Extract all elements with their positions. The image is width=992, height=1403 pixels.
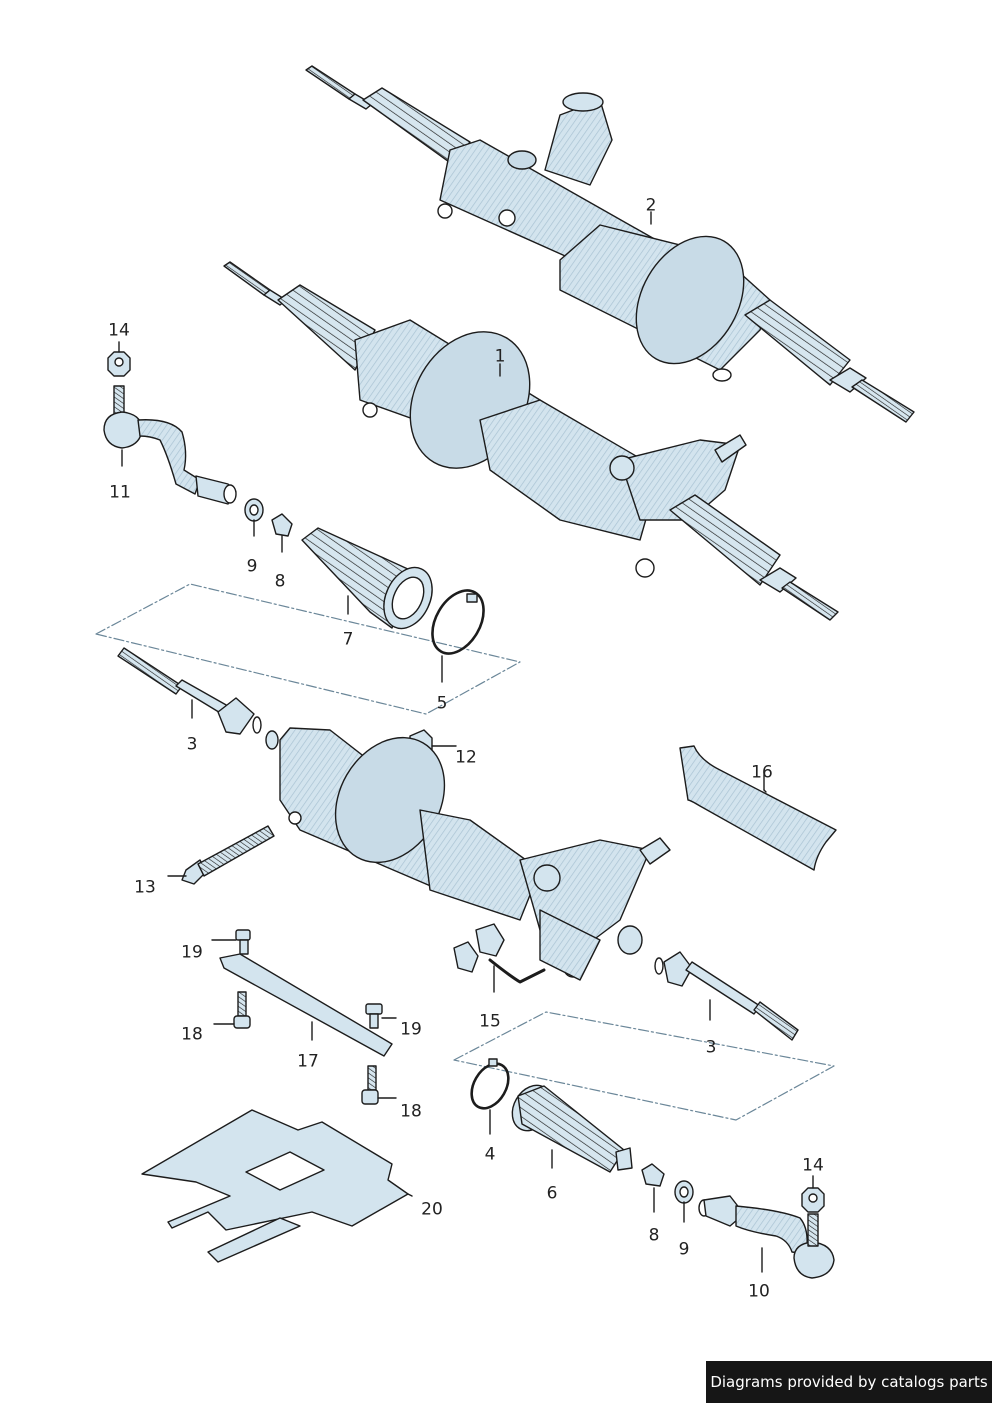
clamp-5 bbox=[431, 589, 485, 683]
callout-19-top: 19 bbox=[181, 942, 203, 963]
callout-14-top: 14 bbox=[108, 320, 130, 341]
callout-14-bottom: 14 bbox=[802, 1155, 824, 1176]
callout-10: 10 bbox=[748, 1281, 770, 1302]
bolt-18-top bbox=[213, 991, 251, 1029]
bolt-13 bbox=[167, 825, 275, 885]
footer-banner: Diagrams provided by catalogs parts bbox=[706, 1361, 992, 1403]
callout-7: 7 bbox=[342, 629, 354, 650]
callout-16: 16 bbox=[751, 762, 773, 783]
callout-6: 6 bbox=[546, 1183, 558, 1204]
nut-14-top bbox=[107, 341, 131, 377]
callout-2: 2 bbox=[645, 195, 657, 216]
callout-18-bottom: 18 bbox=[400, 1101, 422, 1122]
bolt-19-bottom bbox=[365, 1003, 397, 1029]
callout-15: 15 bbox=[479, 1011, 501, 1032]
steering-gear-main bbox=[265, 727, 671, 981]
callout-3-right: 3 bbox=[705, 1037, 717, 1058]
inner-tie-rod-3-left bbox=[117, 647, 262, 735]
callout-9-top: 9 bbox=[246, 556, 258, 577]
callout-1: 1 bbox=[494, 346, 506, 367]
boot-7 bbox=[301, 527, 433, 630]
callout-9-bottom: 9 bbox=[678, 1239, 690, 1260]
clip-8-top bbox=[271, 513, 293, 553]
plate-20 bbox=[141, 1109, 413, 1263]
boot-6 bbox=[511, 1084, 633, 1173]
callout-12: 12 bbox=[455, 747, 477, 768]
leader-16b bbox=[763, 789, 767, 793]
callout-11: 11 bbox=[109, 482, 131, 503]
clamp-4 bbox=[470, 1058, 510, 1135]
callout-5: 5 bbox=[436, 693, 448, 714]
callout-20: 20 bbox=[421, 1199, 443, 1220]
bolt-18-bottom bbox=[361, 1065, 397, 1105]
tie-rod-end-11 bbox=[103, 385, 237, 505]
callout-8-top: 8 bbox=[274, 571, 286, 592]
callout-18-top: 18 bbox=[181, 1024, 203, 1045]
group-frame-lower bbox=[453, 1011, 835, 1121]
sensor-15 bbox=[453, 923, 546, 993]
group-frame-upper bbox=[95, 583, 521, 715]
rail-17 bbox=[219, 953, 393, 1057]
footer-text: Diagrams provided by catalogs parts bbox=[710, 1373, 988, 1391]
tie-rod-end-10 bbox=[698, 1195, 835, 1279]
callout-4: 4 bbox=[484, 1144, 496, 1165]
clip-8-bottom bbox=[641, 1163, 665, 1213]
callout-8-bottom: 8 bbox=[648, 1225, 660, 1246]
callout-3-left: 3 bbox=[186, 734, 198, 755]
nut-14-bottom bbox=[801, 1175, 825, 1213]
steering-rack-1 bbox=[223, 261, 839, 621]
callout-17: 17 bbox=[297, 1051, 319, 1072]
washer-9-bottom bbox=[674, 1180, 694, 1223]
bolt-19-top bbox=[211, 929, 251, 955]
washer-9-top bbox=[244, 498, 264, 537]
callout-19-bottom: 19 bbox=[400, 1019, 422, 1040]
inner-tie-rod-3-right bbox=[654, 951, 799, 1041]
shield-16 bbox=[679, 745, 837, 871]
callout-13: 13 bbox=[134, 877, 156, 898]
steering-rack-2 bbox=[305, 65, 915, 423]
